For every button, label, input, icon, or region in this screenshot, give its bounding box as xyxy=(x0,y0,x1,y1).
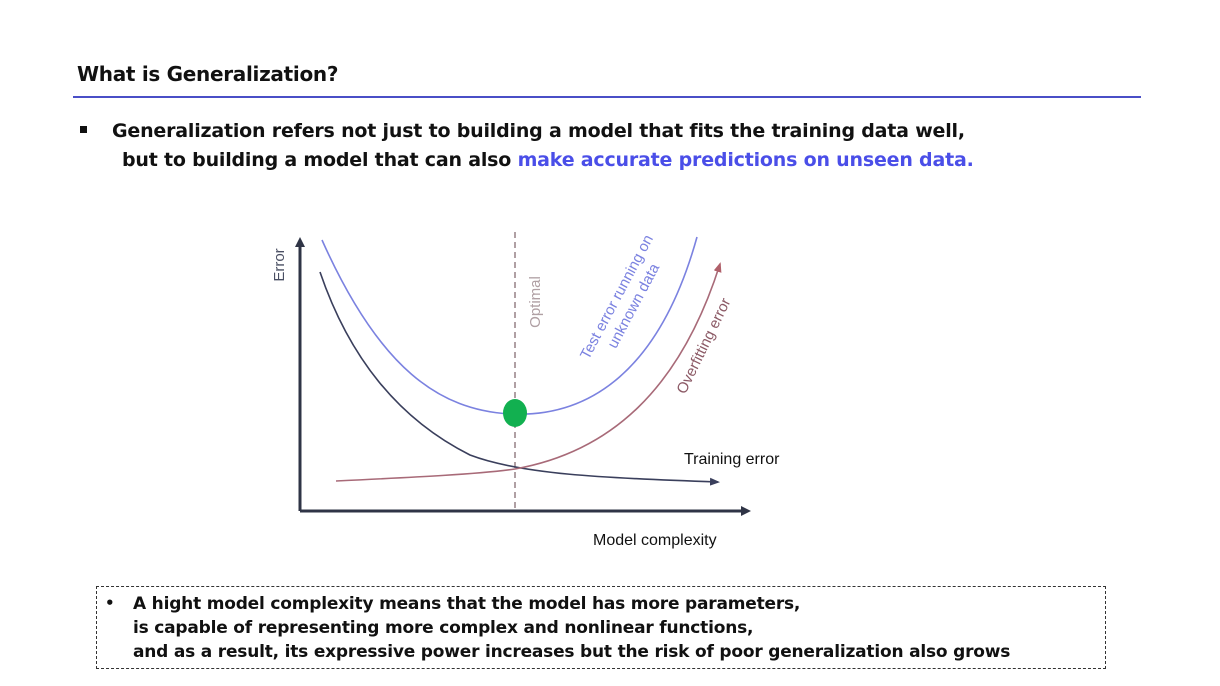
slide-title: What is Generalization? xyxy=(77,62,339,86)
bullet-line-2-text: but to building a model that can also xyxy=(122,149,518,171)
note-box: • A hight model complexity means that th… xyxy=(96,586,1106,669)
note-line-1: A hight model complexity means that the … xyxy=(133,594,801,614)
note-bullet: • xyxy=(105,594,115,612)
overfitting-label: Overfitting error xyxy=(673,295,734,396)
test-error-label: Test error running on unknown data xyxy=(577,232,664,362)
square-bullet-icon xyxy=(80,126,87,133)
title-divider xyxy=(73,96,1141,98)
optimal-label: Optimal xyxy=(527,276,544,328)
y-axis-label: Error xyxy=(271,248,288,281)
bullet-line-2: but to building a model that can also ma… xyxy=(122,146,974,175)
training-error-curve xyxy=(319,271,720,486)
overfitting-error-curve xyxy=(335,262,722,482)
optimal-point xyxy=(503,399,527,427)
note-line-3: and as a result, its expressive power in… xyxy=(133,642,1011,662)
x-axis-label: Model complexity xyxy=(593,532,717,549)
bullet-highlight: make accurate predictions on unseen data… xyxy=(517,149,974,171)
bullet-line-1: Generalization refers not just to buildi… xyxy=(112,120,965,142)
note-line-2: is capable of representing more complex … xyxy=(133,618,754,638)
training-error-label: Training error xyxy=(684,451,780,468)
